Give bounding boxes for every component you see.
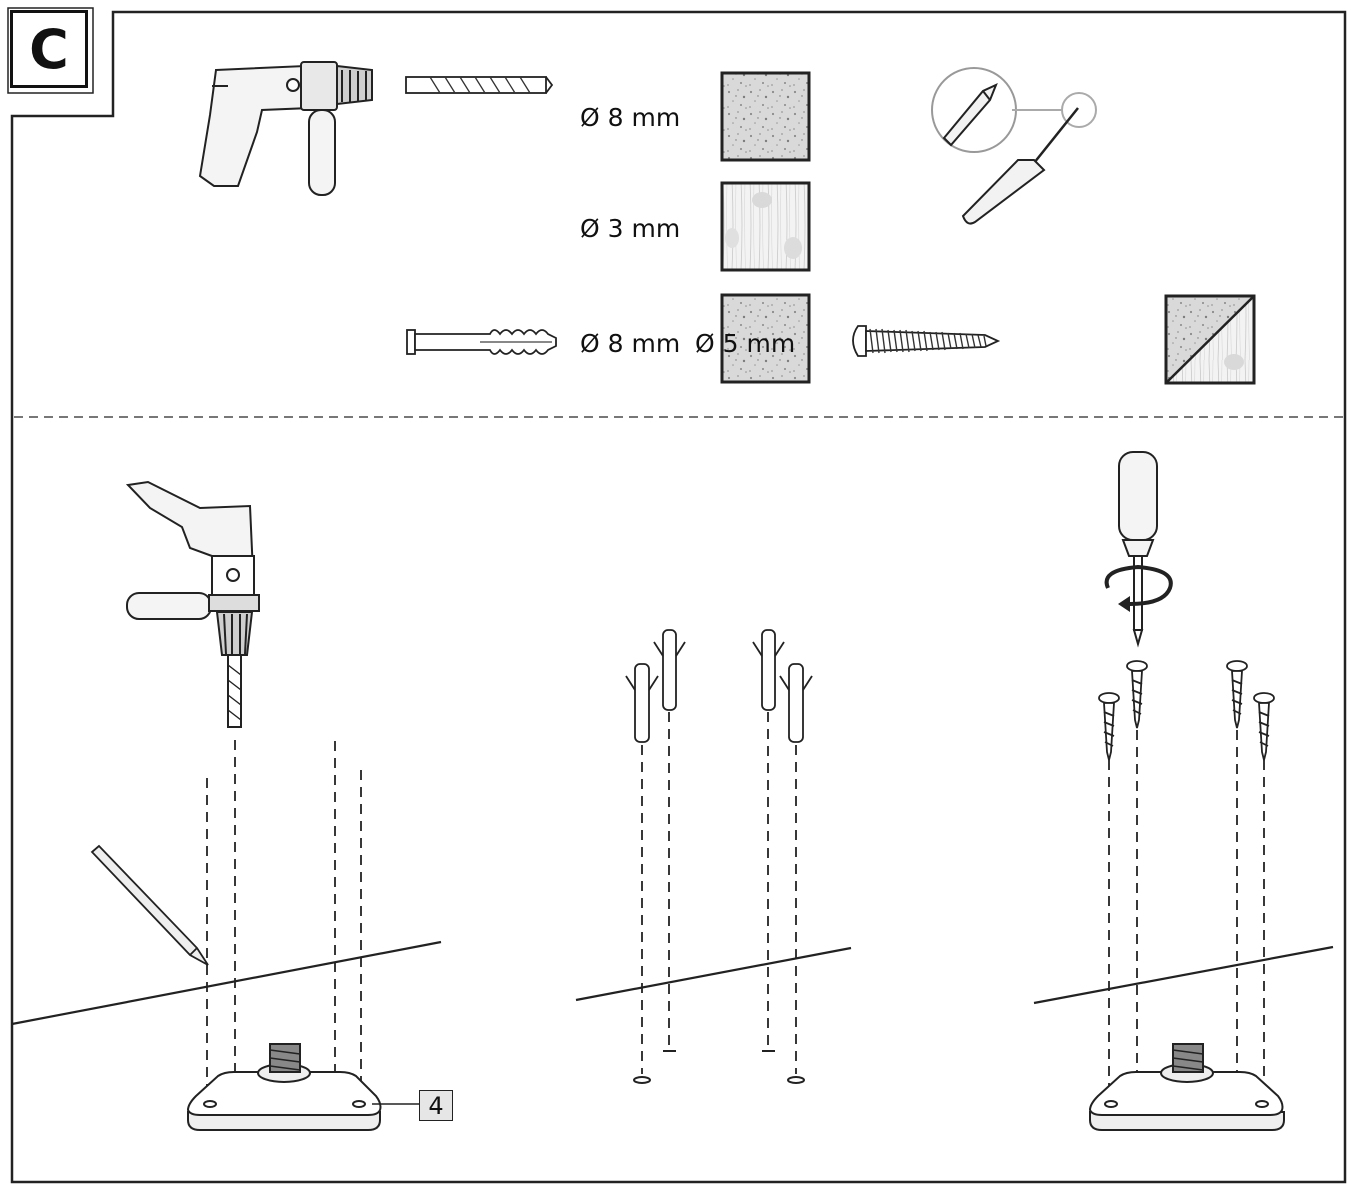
mounting-base-icon: [186, 1043, 382, 1131]
mounting-base-icon: [1088, 1043, 1285, 1131]
part-callout: 4: [419, 1090, 453, 1121]
concrete-sample-icon: [720, 293, 811, 384]
screw-icon: [852, 325, 1001, 357]
dowel-icon: [625, 629, 813, 743]
pencil-icon: [90, 844, 209, 966]
drill-icon: [198, 61, 373, 196]
dowel-diameter: Ø 8 mm: [580, 329, 681, 358]
wood-drill-diameter: Ø 3 mm: [580, 214, 681, 243]
outer-frame: [10, 10, 1347, 1184]
rotate-arrow-icon: [1104, 564, 1173, 612]
dowel-icon: [406, 329, 557, 355]
drill-icon: [125, 480, 260, 728]
screwdriver-icon: [931, 67, 1097, 225]
step-label: C: [10, 10, 88, 88]
screw-icon: [1098, 660, 1275, 761]
screw-diameter: Ø 5 mm: [695, 329, 796, 358]
mixed-material-icon: [1164, 294, 1256, 385]
screwdriver-icon: [1118, 451, 1158, 648]
concrete-drill-diameter: Ø 8 mm: [580, 103, 681, 132]
concrete-sample-icon: [720, 71, 811, 162]
wood-sample-icon: [720, 181, 811, 272]
drill-bit-icon: [405, 76, 554, 94]
